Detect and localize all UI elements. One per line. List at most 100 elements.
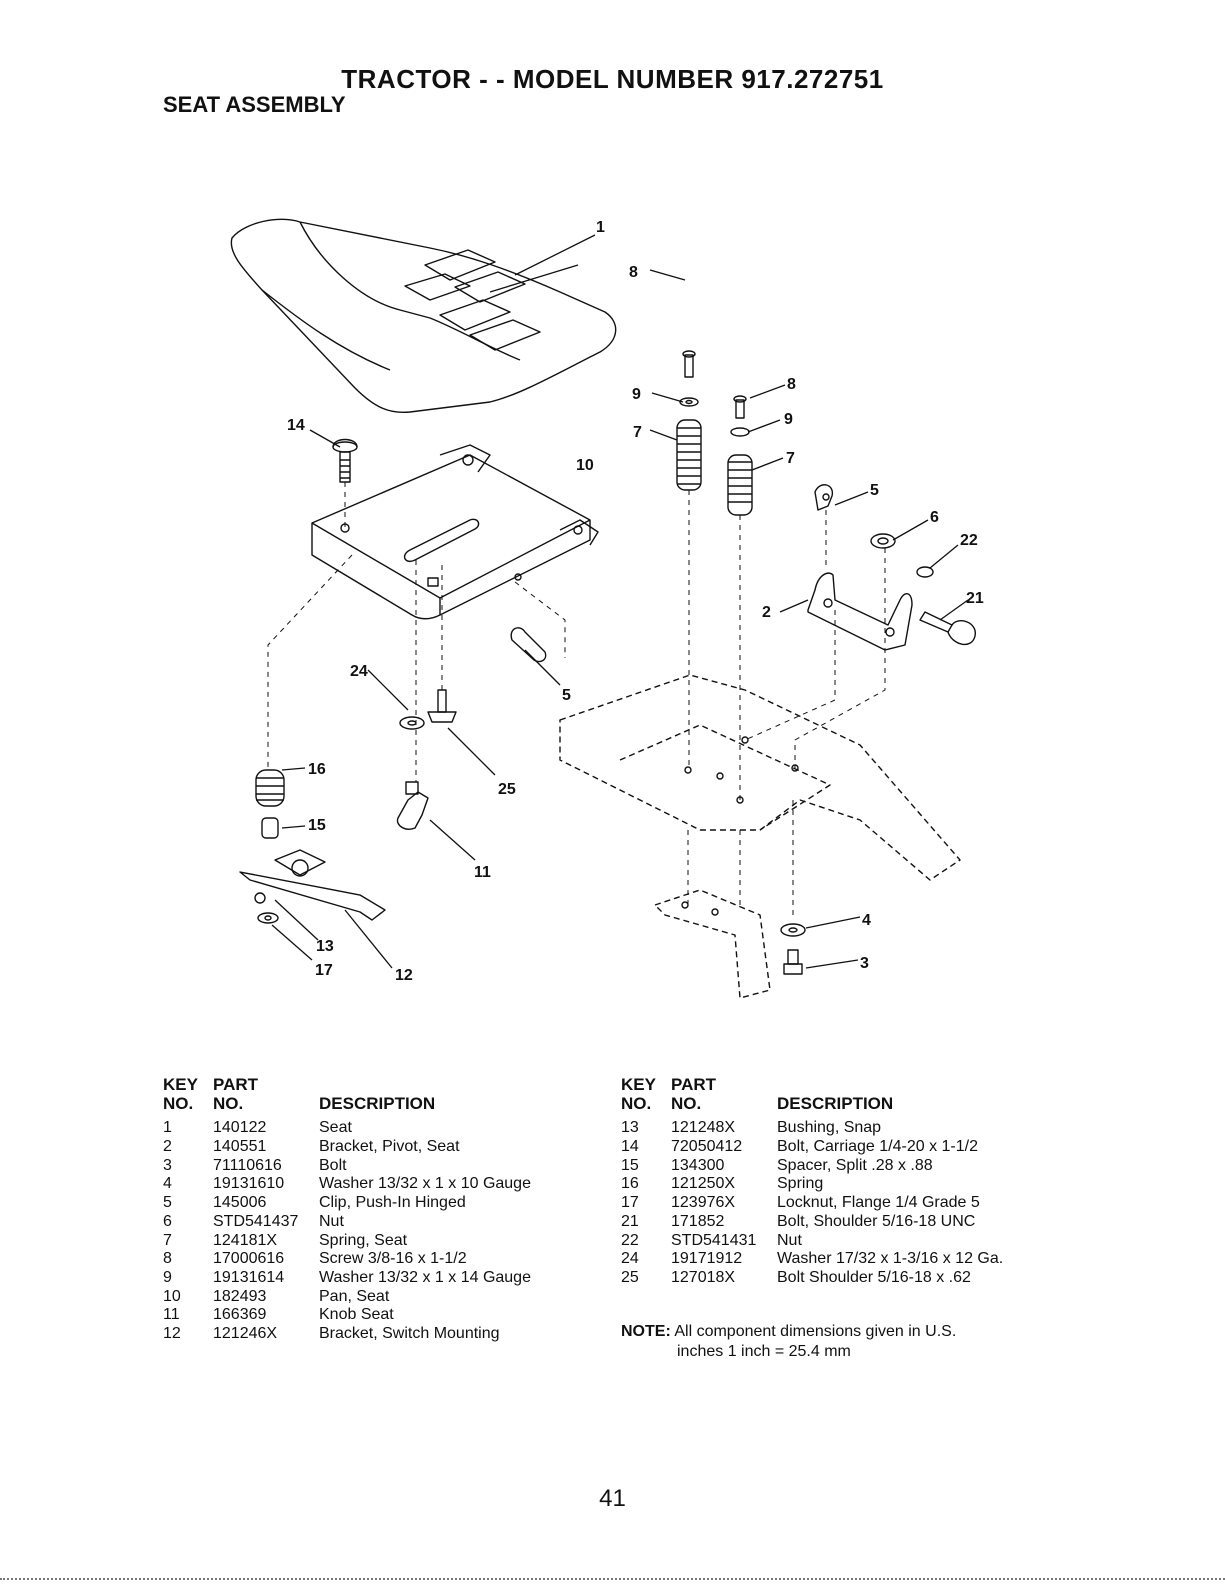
table-row: 3 71110616 Bolt <box>163 1157 579 1176</box>
note-label: NOTE: <box>621 1323 671 1340</box>
part-cell: 121250X <box>671 1175 736 1193</box>
washer-bolt-illustration <box>780 923 806 975</box>
part-cell: STD541437 <box>213 1212 299 1230</box>
callout-6: 6 <box>930 509 939 526</box>
callout-13: 13 <box>316 938 334 955</box>
key-cell: 12 <box>163 1324 181 1342</box>
description-cell: Nut <box>319 1212 344 1230</box>
key-no-header: NO. <box>163 1093 194 1113</box>
callout-12: 12 <box>395 967 413 984</box>
page-number: 41 <box>599 1485 626 1512</box>
callout-15: 15 <box>308 817 326 834</box>
description-cell: Bushing, Snap <box>777 1119 882 1137</box>
page-bottom-rule <box>0 1578 1225 1582</box>
part-cell: 19131610 <box>213 1175 285 1193</box>
table-row: 8 17000616 Screw 3/8-16 x 1-1/2 <box>163 1250 579 1269</box>
table-header-row-2: NO. NO. DESCRIPTION <box>163 1093 579 1114</box>
part-cell: STD541431 <box>671 1231 757 1249</box>
table-row: 13 121248X Bushing, Snap <box>621 1119 1037 1138</box>
description-cell: Bolt <box>319 1156 347 1174</box>
description-cell: Screw 3/8-16 x 1-1/2 <box>319 1250 467 1268</box>
description-cell: Locknut, Flange 1/4 Grade 5 <box>777 1194 980 1212</box>
key-header: KEY <box>621 1075 656 1094</box>
seat-part-illustration <box>230 218 617 414</box>
description-cell: Bolt Shoulder 5/16-18 x .62 <box>777 1268 971 1286</box>
description-cell: Washer 17/32 x 1-3/16 x 12 Ga. <box>777 1250 1004 1268</box>
description-cell: Clip, Push-In Hinged <box>319 1194 466 1212</box>
table-row: 16 121250X Spring <box>621 1175 1037 1194</box>
part-cell: 166369 <box>213 1306 267 1324</box>
key-cell: 3 <box>163 1156 172 1174</box>
key-cell: 15 <box>621 1156 639 1174</box>
callout-2: 2 <box>762 604 771 621</box>
key-cell: 14 <box>621 1138 639 1156</box>
description-cell: Bolt, Shoulder 5/16-18 UNC <box>777 1212 976 1230</box>
callout-24: 24 <box>350 663 368 680</box>
description-cell: Washer 13/32 x 1 x 14 Gauge <box>319 1268 531 1286</box>
note-line-2: inches 1 inch = 25.4 mm <box>677 1343 851 1360</box>
seat-pan-illustration <box>311 444 599 620</box>
description-header: DESCRIPTION <box>777 1093 894 1113</box>
callout-9-right: 9 <box>784 411 793 428</box>
description-header: DESCRIPTION <box>319 1093 436 1113</box>
callout-21: 21 <box>966 590 984 607</box>
dimension-note: NOTE: All component dimensions given in … <box>621 1322 956 1362</box>
description-cell: Spring <box>777 1175 824 1193</box>
part-cell: 71110616 <box>213 1156 282 1174</box>
part-cell: 124181X <box>213 1231 278 1249</box>
part-cell: 17000616 <box>213 1250 285 1268</box>
tractor-fender-illustration <box>559 674 961 999</box>
table-header-row-2: NO. NO. DESCRIPTION <box>621 1093 1037 1114</box>
key-cell: 21 <box>621 1212 639 1230</box>
part-cell: 140122 <box>213 1119 267 1137</box>
key-cell: 6 <box>163 1212 172 1230</box>
callout-14: 14 <box>287 417 305 434</box>
key-cell: 4 <box>163 1175 172 1193</box>
callout-7-left: 7 <box>633 424 642 441</box>
pivot-bracket-illustration <box>807 484 976 651</box>
key-cell: 17 <box>621 1194 639 1212</box>
key-cell: 16 <box>621 1175 639 1193</box>
part-cell: 121248X <box>671 1119 736 1137</box>
key-cell: 13 <box>621 1119 639 1137</box>
table-header-row-1: KEY PART <box>621 1075 1037 1095</box>
key-cell: 8 <box>163 1250 172 1268</box>
part-header: PART <box>213 1075 259 1094</box>
callout-10: 10 <box>576 457 594 474</box>
callout-3: 3 <box>860 955 869 972</box>
part-cell: 182493 <box>213 1287 267 1305</box>
carriage-bolt-illustration <box>332 438 358 483</box>
callout-16: 16 <box>308 761 326 778</box>
callout-11: 11 <box>474 864 491 881</box>
key-cell: 7 <box>163 1231 172 1249</box>
callout-17: 17 <box>315 962 333 979</box>
callout-5-left: 5 <box>562 687 571 704</box>
note-line-1: All component dimensions given in U.S. <box>670 1323 957 1340</box>
key-cell: 11 <box>163 1306 180 1324</box>
description-cell: Pan, Seat <box>319 1287 390 1305</box>
page-title: TRACTOR - - MODEL NUMBER 917.272751 <box>341 64 884 94</box>
part-cell: 121246X <box>213 1324 278 1342</box>
part-header: PART <box>671 1075 717 1094</box>
callout-5-right: 5 <box>870 482 879 499</box>
description-cell: Bolt, Carriage 1/4-20 x 1-1/2 <box>777 1138 978 1156</box>
description-cell: Nut <box>777 1231 802 1249</box>
callout-25: 25 <box>498 781 516 798</box>
part-cell: 19131614 <box>213 1268 285 1286</box>
callout-4: 4 <box>862 912 871 929</box>
lower-left-parts-illustration <box>239 627 547 924</box>
key-cell: 25 <box>621 1268 639 1286</box>
